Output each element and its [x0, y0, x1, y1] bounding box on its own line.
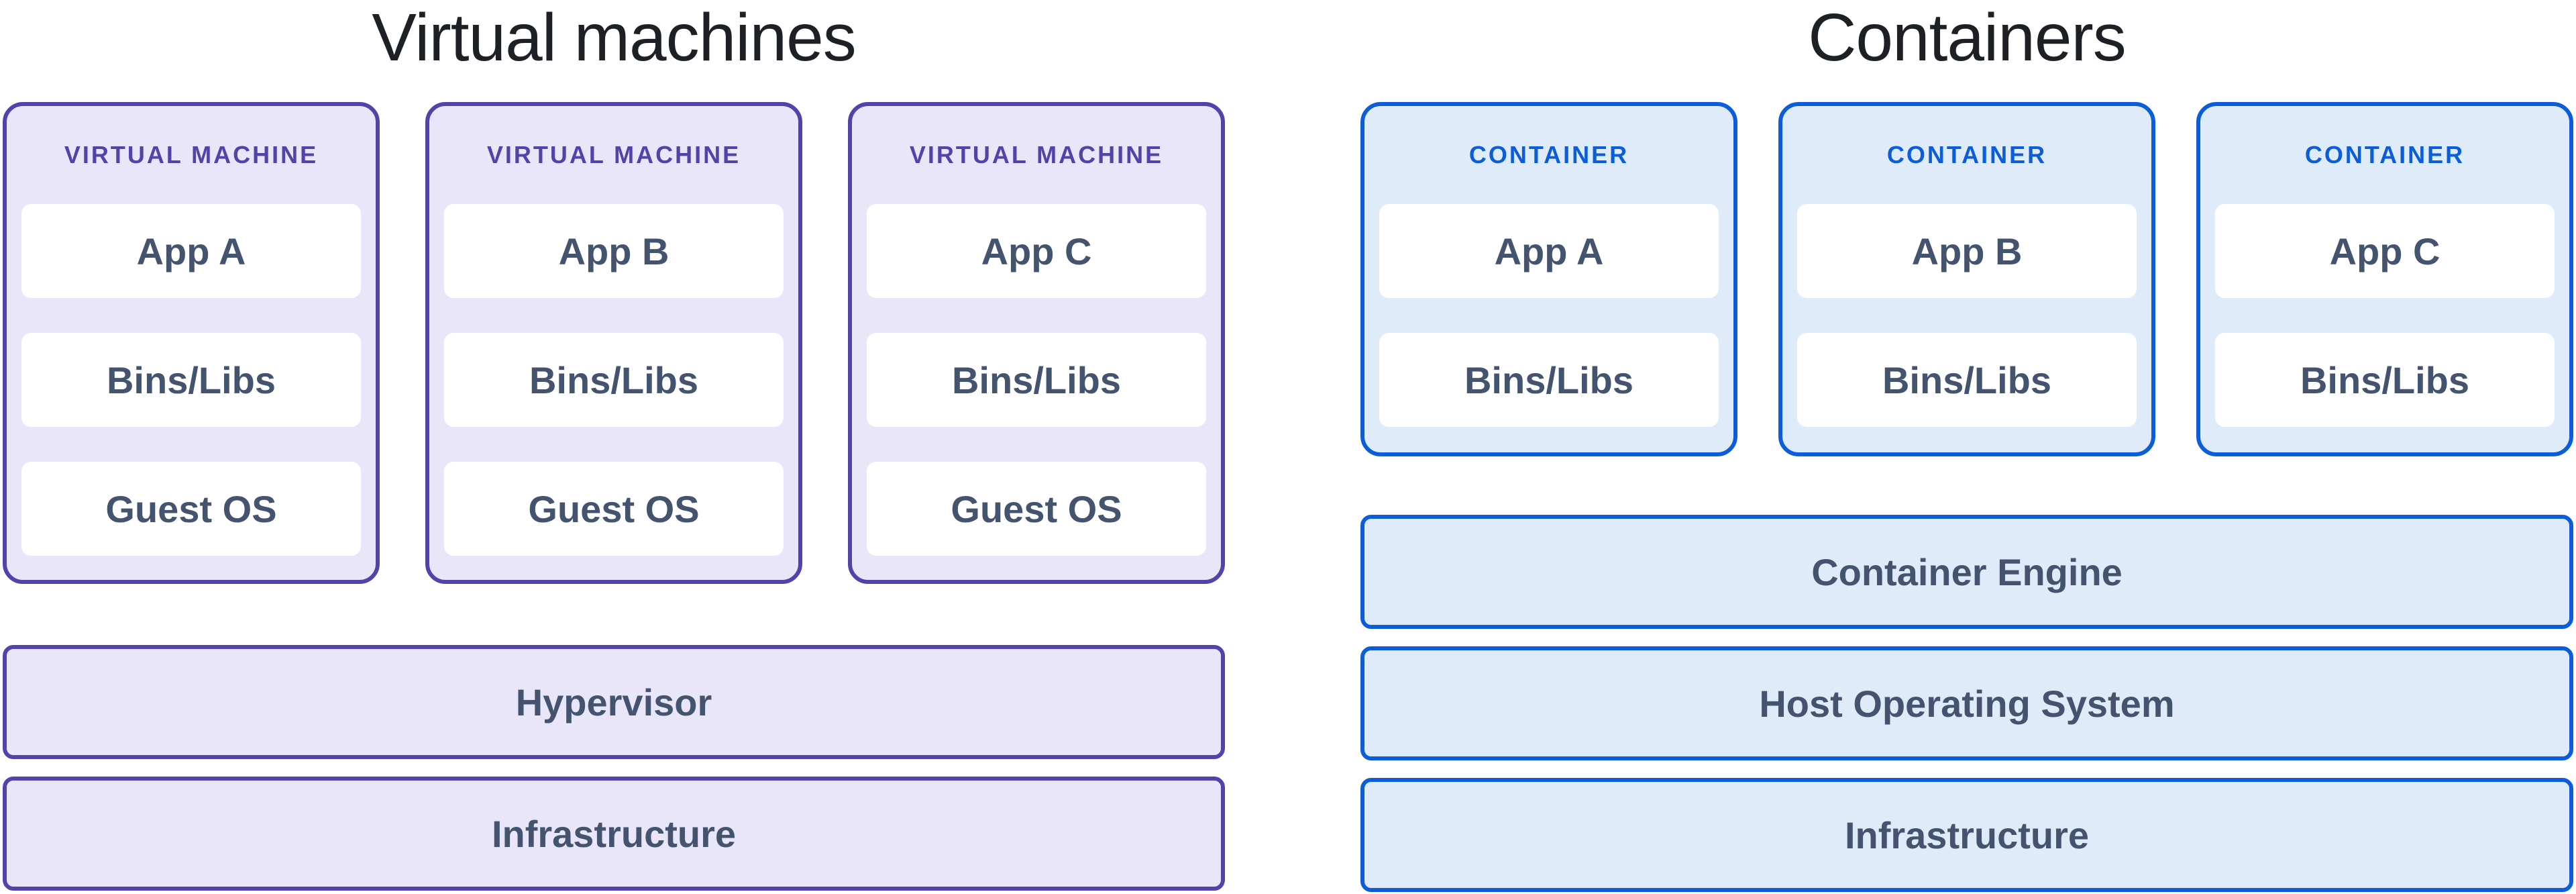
- vm-3-layer-guest-os: Guest OS: [867, 462, 1206, 556]
- containers-title: Containers: [1808, 0, 2127, 75]
- virtual-machines-section: Virtual machines VIRTUAL MACHINE App A B…: [3, 0, 1225, 894]
- container-engine-bar: Container Engine: [1360, 515, 2573, 629]
- vm-cards-row: VIRTUAL MACHINE App A Bins/Libs Guest OS…: [3, 102, 1225, 584]
- container-bars: Container Engine Host Operating System I…: [1360, 515, 2573, 892]
- vm-infrastructure-bar: Infrastructure: [3, 777, 1225, 891]
- vm-bars: Hypervisor Infrastructure: [3, 645, 1225, 891]
- container-1-layer-app: App A: [1379, 204, 1719, 298]
- virtual-machines-title: Virtual machines: [372, 0, 856, 75]
- container-2-layer-bins-libs: Bins/Libs: [1797, 333, 2137, 427]
- container-infrastructure-bar: Infrastructure: [1360, 778, 2573, 892]
- vm-2-layer-app: App B: [444, 204, 784, 298]
- container-cards-row: CONTAINER App A Bins/Libs CONTAINER App …: [1360, 102, 2573, 456]
- vm-2-layer-guest-os: Guest OS: [444, 462, 784, 556]
- vm-card-1: VIRTUAL MACHINE App A Bins/Libs Guest OS: [3, 102, 380, 584]
- vm-1-layer-guest-os: Guest OS: [21, 462, 361, 556]
- host-operating-system-bar: Host Operating System: [1360, 646, 2573, 760]
- vm-card-3-header: VIRTUAL MACHINE: [909, 141, 1164, 168]
- vm-3-layer-app: App C: [867, 204, 1206, 298]
- vm-1-layer-bins-libs: Bins/Libs: [21, 333, 361, 427]
- container-card-3-header: CONTAINER: [2304, 141, 2465, 168]
- vm-card-3: VIRTUAL MACHINE App C Bins/Libs Guest OS: [848, 102, 1225, 584]
- vm-card-2: VIRTUAL MACHINE App B Bins/Libs Guest OS: [425, 102, 802, 584]
- vm-1-layer-app: App A: [21, 204, 361, 298]
- container-3-layer-app: App C: [2215, 204, 2555, 298]
- vm-card-2-header: VIRTUAL MACHINE: [486, 141, 741, 168]
- containers-section: Containers CONTAINER App A Bins/Libs CON…: [1360, 0, 2573, 894]
- hypervisor-bar: Hypervisor: [3, 645, 1225, 759]
- container-3-layer-bins-libs: Bins/Libs: [2215, 333, 2555, 427]
- container-card-2-header: CONTAINER: [1886, 141, 2047, 168]
- vm-2-layer-bins-libs: Bins/Libs: [444, 333, 784, 427]
- container-card-3: CONTAINER App C Bins/Libs: [2196, 102, 2573, 456]
- container-2-layer-app: App B: [1797, 204, 2137, 298]
- vm-card-1-header: VIRTUAL MACHINE: [64, 141, 319, 168]
- container-1-layer-bins-libs: Bins/Libs: [1379, 333, 1719, 427]
- container-card-2: CONTAINER App B Bins/Libs: [1778, 102, 2155, 456]
- vm-3-layer-bins-libs: Bins/Libs: [867, 333, 1206, 427]
- container-card-1: CONTAINER App A Bins/Libs: [1360, 102, 1737, 456]
- container-card-1-header: CONTAINER: [1468, 141, 1629, 168]
